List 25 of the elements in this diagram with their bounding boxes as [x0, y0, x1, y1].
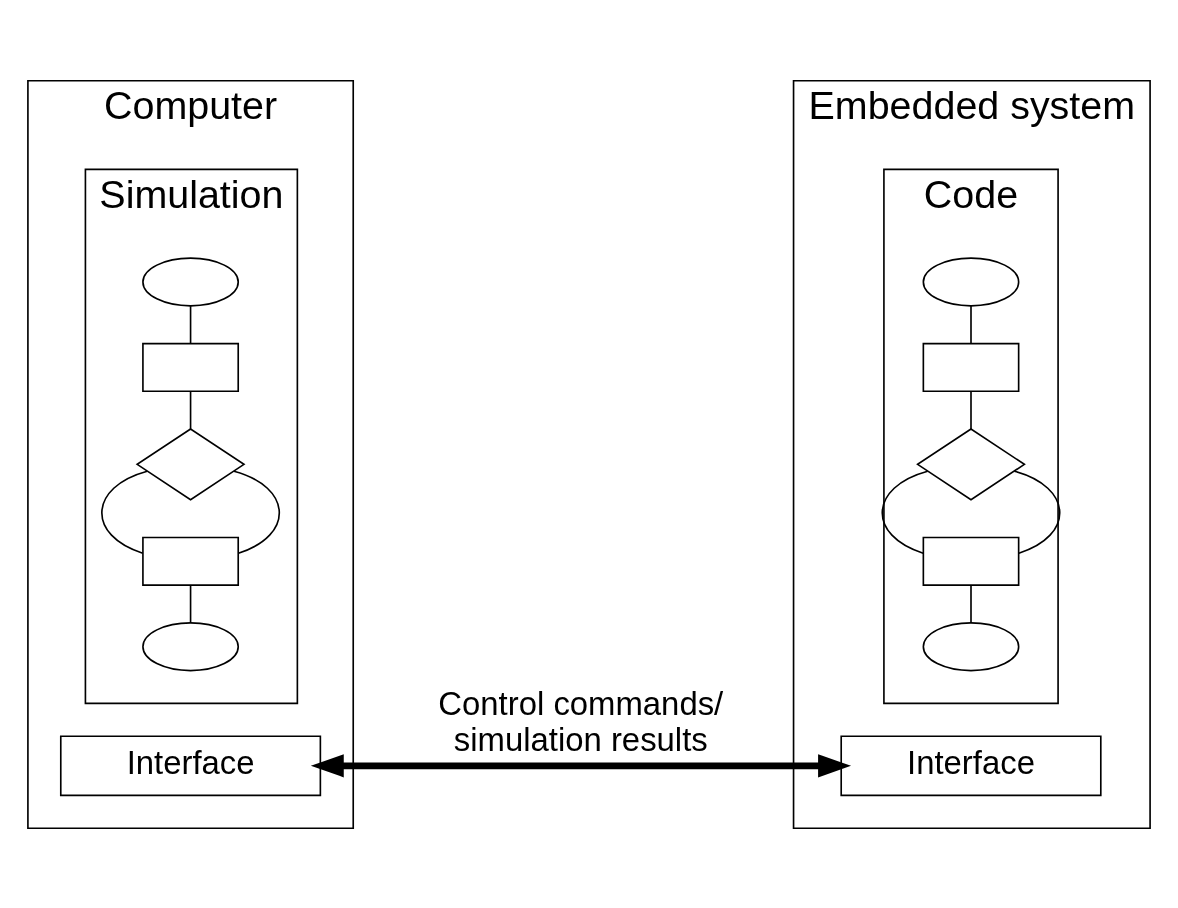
connector	[233, 469, 281, 554]
node-box	[142, 536, 240, 586]
node-box	[922, 536, 1020, 586]
connector	[970, 389, 972, 430]
node-box: Interface	[59, 734, 322, 796]
node-ellipse	[142, 256, 240, 307]
node-box	[922, 342, 1020, 392]
connector	[189, 389, 192, 430]
cluster: Simulation	[84, 168, 299, 704]
connector	[970, 584, 972, 623]
node-box	[142, 342, 240, 392]
connector	[1013, 469, 1061, 554]
node-box: Interface	[840, 734, 1102, 796]
connector	[101, 469, 148, 554]
node-ellipse	[922, 256, 1020, 307]
arrow	[310, 753, 852, 777]
connector	[970, 304, 972, 344]
node-diamond	[916, 427, 1026, 501]
edge-label: Control commands/ simulation results	[438, 684, 724, 758]
connector	[189, 304, 192, 344]
node-diamond	[135, 427, 246, 501]
connector	[189, 584, 192, 623]
connector	[881, 469, 929, 554]
node-ellipse	[922, 621, 1020, 671]
node-ellipse	[142, 621, 240, 671]
